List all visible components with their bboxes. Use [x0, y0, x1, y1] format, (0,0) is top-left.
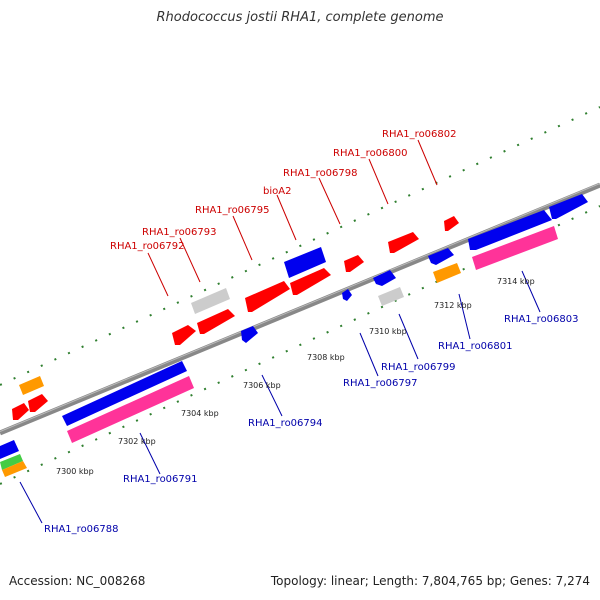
gene-label-ro06793[interactable]: RHA1_ro06793	[142, 227, 217, 238]
gene-label-ro06788[interactable]: RHA1_ro06788	[44, 524, 119, 535]
gene-label-ro06797[interactable]: RHA1_ro06797	[343, 378, 418, 389]
gene-arrow	[444, 216, 459, 231]
gene-label-ro06799[interactable]: RHA1_ro06799	[381, 362, 456, 373]
leader-ro06793	[179, 237, 201, 283]
gene-arrow	[290, 268, 331, 295]
gene-box	[191, 288, 230, 314]
map-title: Rhodococcus jostii RHA1, complete genome	[156, 10, 444, 25]
leader-ro06799	[398, 313, 419, 360]
gene-arrow	[28, 394, 48, 412]
gene-arrow	[549, 194, 588, 219]
gene-box	[0, 454, 23, 470]
gene-box	[67, 376, 194, 443]
gene-box	[2, 461, 27, 477]
gene-arrow	[62, 361, 187, 426]
gene-label-ro06792[interactable]: RHA1_ro06792	[110, 241, 185, 252]
gene-arrow	[388, 232, 419, 253]
gene-box	[378, 287, 404, 306]
gene-label-ro06798[interactable]: RHA1_ro06798	[283, 168, 358, 179]
leader-ro06797	[359, 332, 379, 377]
gene-arrow	[12, 403, 29, 420]
gene-arrow	[373, 270, 396, 286]
leader-ro06802	[417, 139, 438, 186]
gene-label-ro06791[interactable]: RHA1_ro06791	[123, 474, 198, 485]
leader-ro06801	[458, 293, 471, 340]
gene-box	[19, 376, 44, 395]
gene-label-bioA2[interactable]: bioA2	[263, 186, 291, 197]
forward-strand-genes	[12, 194, 588, 420]
tick-label-7310: 7310 kbp	[369, 327, 407, 336]
gene-label-ro06794[interactable]: RHA1_ro06794	[248, 418, 323, 429]
gene-box	[433, 263, 461, 283]
gene-label-ro06802[interactable]: RHA1_ro06802	[382, 129, 457, 140]
gene-arrow	[468, 210, 552, 250]
lower-tick-guide	[0, 205, 600, 485]
gene-arrow	[344, 255, 364, 272]
gene-arrow	[342, 289, 352, 301]
gene-label-ro06801[interactable]: RHA1_ro06801	[438, 341, 513, 352]
reverse-strand-genes	[0, 226, 558, 477]
genome-backbone-highlight	[0, 183, 600, 432]
tick-label-7304: 7304 kbp	[181, 409, 219, 418]
upper-tick-guide	[0, 106, 600, 386]
genome-summary-text: Topology: linear; Length: 7,804,765 bp; …	[270, 574, 590, 588]
genome-backbone	[0, 182, 600, 436]
leader-bioA2	[276, 194, 297, 241]
tick-label-7308: 7308 kbp	[307, 353, 345, 362]
gene-arrow	[197, 309, 235, 334]
leader-ro06803	[521, 270, 541, 313]
gene-label-ro06803[interactable]: RHA1_ro06803	[504, 314, 579, 325]
accession-text: Accession: NC_008268	[9, 574, 146, 588]
gene-label-ro06800[interactable]: RHA1_ro06800	[333, 148, 408, 159]
leader-ro06794	[261, 374, 283, 417]
tick-label-7306: 7306 kbp	[243, 381, 281, 390]
gene-box	[284, 247, 326, 278]
leader-ro06795	[232, 215, 253, 261]
gene-arrow	[172, 325, 196, 345]
leader-ro06791	[139, 432, 161, 475]
leader-ro06798	[318, 177, 341, 225]
gene-arrow	[245, 281, 290, 312]
tick-label-7300: 7300 kbp	[56, 467, 94, 476]
tick-label-7312: 7312 kbp	[434, 301, 472, 310]
gene-arrow	[428, 248, 454, 265]
gene-box	[0, 440, 19, 459]
gene-box	[472, 226, 558, 270]
gene-label-ro06795[interactable]: RHA1_ro06795	[195, 205, 270, 216]
gene-arrow	[241, 326, 258, 343]
leader-ro06800	[368, 158, 389, 205]
leader-ro06792	[147, 252, 169, 297]
tick-label-7302: 7302 kbp	[118, 437, 156, 446]
tick-label-7314: 7314 kbp	[497, 277, 535, 286]
leader-ro06788	[19, 481, 43, 524]
